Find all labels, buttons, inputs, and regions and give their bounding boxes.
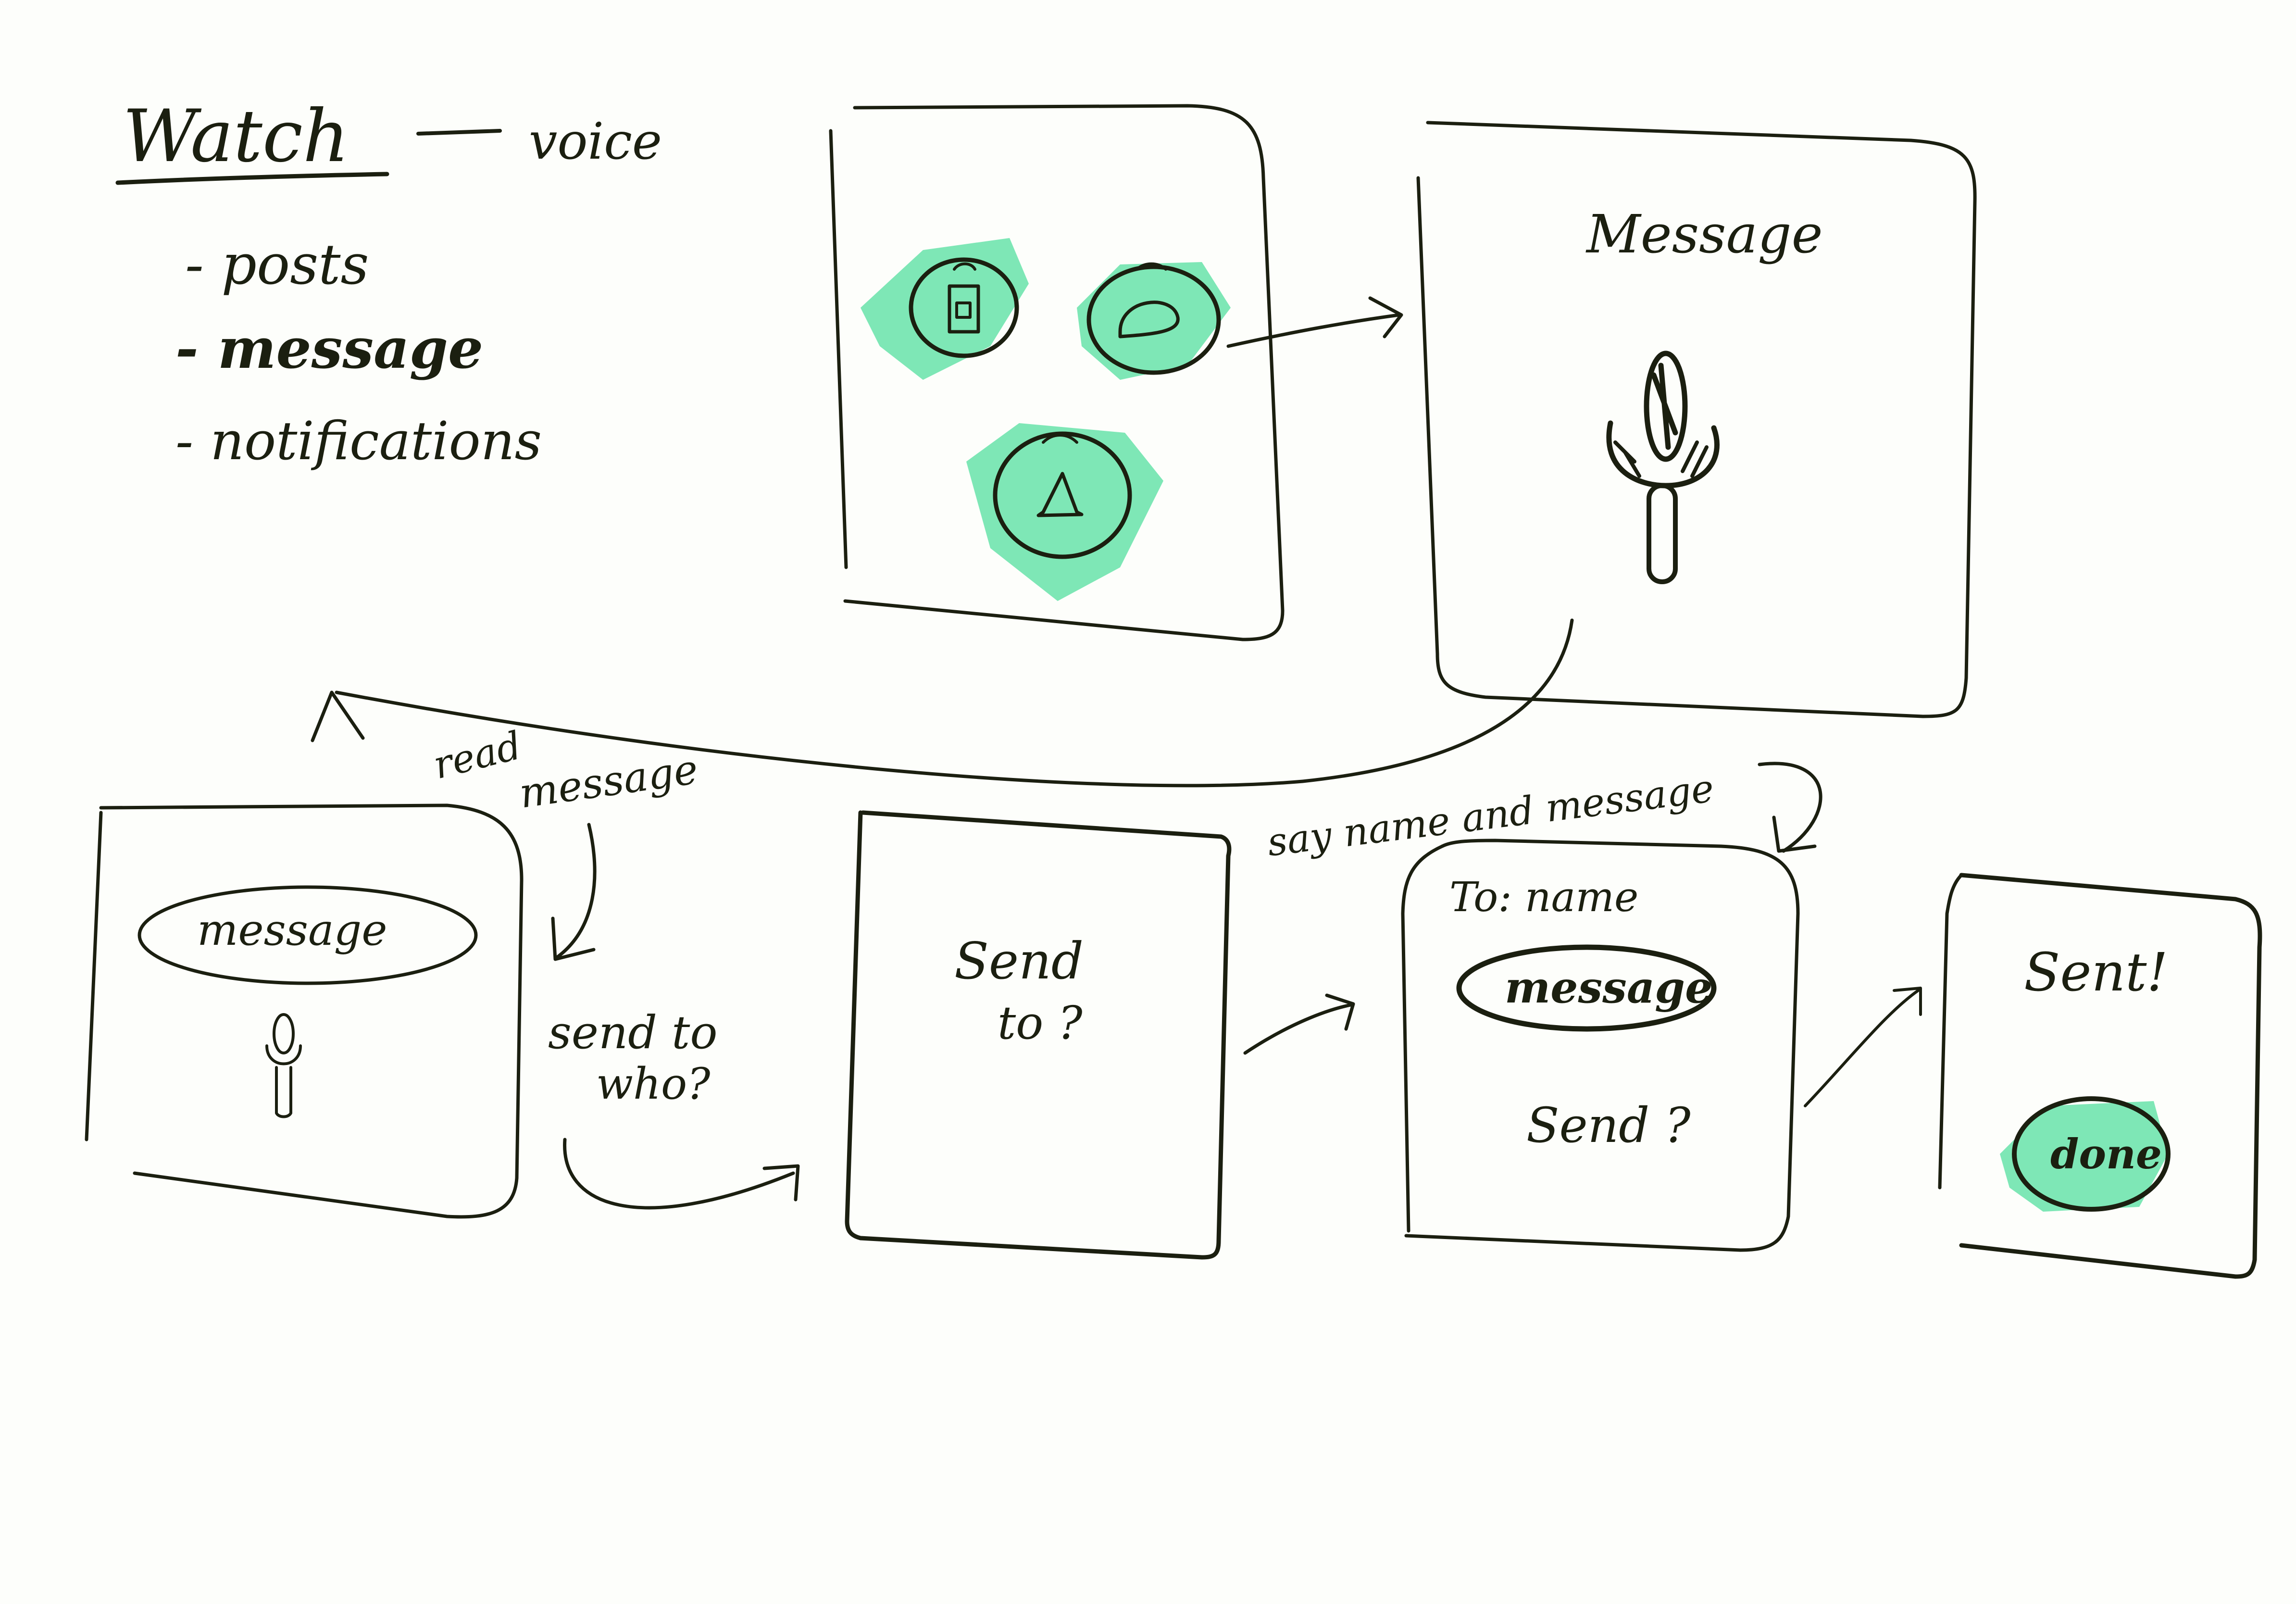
post-icon-glyph	[948, 284, 980, 334]
read-message-bubble-text: message	[197, 905, 387, 955]
microphone-icon[interactable]	[265, 1013, 302, 1118]
screen-sent-left-edge	[1938, 873, 1963, 1190]
screen-sent: Sent! done	[1938, 873, 2262, 1279]
post-icon[interactable]	[861, 238, 1029, 380]
title-underline	[115, 172, 389, 185]
screen-home-left-edge	[829, 129, 848, 569]
message-icon-bubble	[1118, 301, 1180, 338]
post-icon-circle	[909, 257, 1019, 358]
arrow-say-name	[1758, 762, 1822, 853]
confirm-message-bubble-text: message	[1505, 962, 1712, 1013]
bell-icon-glyph	[1036, 472, 1084, 517]
small-mic-head	[273, 1013, 295, 1054]
annotation-say-name: say name and message	[1265, 762, 1822, 865]
mic-cradle-hatch	[1613, 440, 1709, 478]
post-icon-detail	[953, 262, 976, 319]
notes-title-side: voice	[529, 112, 662, 171]
done-button-label: done	[2050, 1130, 2162, 1178]
message-icon-circle	[1086, 264, 1221, 375]
done-button[interactable]: done	[2000, 1096, 2171, 1212]
sent-title: Sent!	[2024, 941, 2168, 1003]
annotation-read: read	[429, 723, 526, 788]
message-icon-detail	[1136, 262, 1167, 271]
annotation-send-to: send to	[548, 1006, 718, 1059]
arrow-read-annotation	[551, 823, 597, 961]
screen-read-frame	[99, 803, 524, 1219]
confirm-to-line: To: name	[1449, 874, 1638, 921]
done-button-highlight	[2000, 1101, 2168, 1212]
notification-bell-icon[interactable]	[966, 423, 1163, 601]
notes-item-notifications: - notifications	[175, 410, 542, 472]
message-bubble-icon[interactable]	[1077, 262, 1231, 380]
screen-confirm-frame	[1404, 839, 1800, 1252]
notes-item-posts: - posts	[185, 233, 369, 297]
confirm-prompt[interactable]: Send ?	[1526, 1097, 1691, 1153]
notes-title: Watch	[123, 95, 349, 178]
arrow-send-to-who	[563, 1138, 800, 1210]
mic-head	[1644, 351, 1688, 462]
mic-head-hatch	[1651, 363, 1678, 450]
title-dash	[416, 129, 502, 136]
screen-confirm: To: name message Send ?	[1401, 839, 1800, 1252]
screen-sent-frame	[1959, 873, 2262, 1279]
notes-item-message: - message	[175, 316, 483, 381]
read-message-bubble[interactable]	[137, 885, 478, 985]
notes-block: Watch voice - posts - message - notifica…	[115, 95, 662, 472]
message-icon-highlight	[1077, 262, 1231, 380]
bell-icon-highlight	[966, 423, 1163, 601]
arrow-send-to-confirm	[1243, 993, 1355, 1055]
screen-home-frame	[843, 104, 1285, 641]
arrow-confirm-to-sent	[1804, 987, 1922, 1107]
annotation-say-name-text: say name and message	[1265, 766, 1716, 865]
screen-send-to: Send to ?	[845, 810, 1232, 1260]
screen-confirm-left-edge	[1401, 844, 1444, 1233]
screen-read-message: message	[85, 803, 524, 1219]
microphone-icon[interactable]	[1606, 351, 1720, 584]
screen-voice-frame	[1416, 121, 1977, 718]
bell-icon-detail	[1042, 434, 1078, 444]
small-mic-body	[265, 1044, 302, 1118]
post-icon-highlight	[861, 238, 1029, 380]
voice-title: Message	[1585, 203, 1823, 265]
screen-home	[829, 104, 1285, 641]
send-line1: Send	[954, 932, 1084, 990]
arrow-home-to-message	[1226, 296, 1403, 348]
annotation-send-to-who: send to who?	[548, 1006, 800, 1210]
confirm-message-bubble[interactable]	[1456, 944, 1717, 1032]
annotation-who: who?	[596, 1059, 711, 1109]
annotation-message: message	[516, 746, 701, 818]
screen-send-frame	[845, 810, 1232, 1260]
screen-read-left-edge	[85, 811, 103, 1141]
mic-stem	[1647, 483, 1678, 584]
arrow-voice-to-read	[311, 618, 1574, 788]
send-line2: to ?	[998, 997, 1083, 1050]
screen-voice-message: Message	[1416, 121, 1977, 718]
done-button-outline	[2012, 1096, 2171, 1212]
bell-icon-circle	[993, 431, 1132, 559]
